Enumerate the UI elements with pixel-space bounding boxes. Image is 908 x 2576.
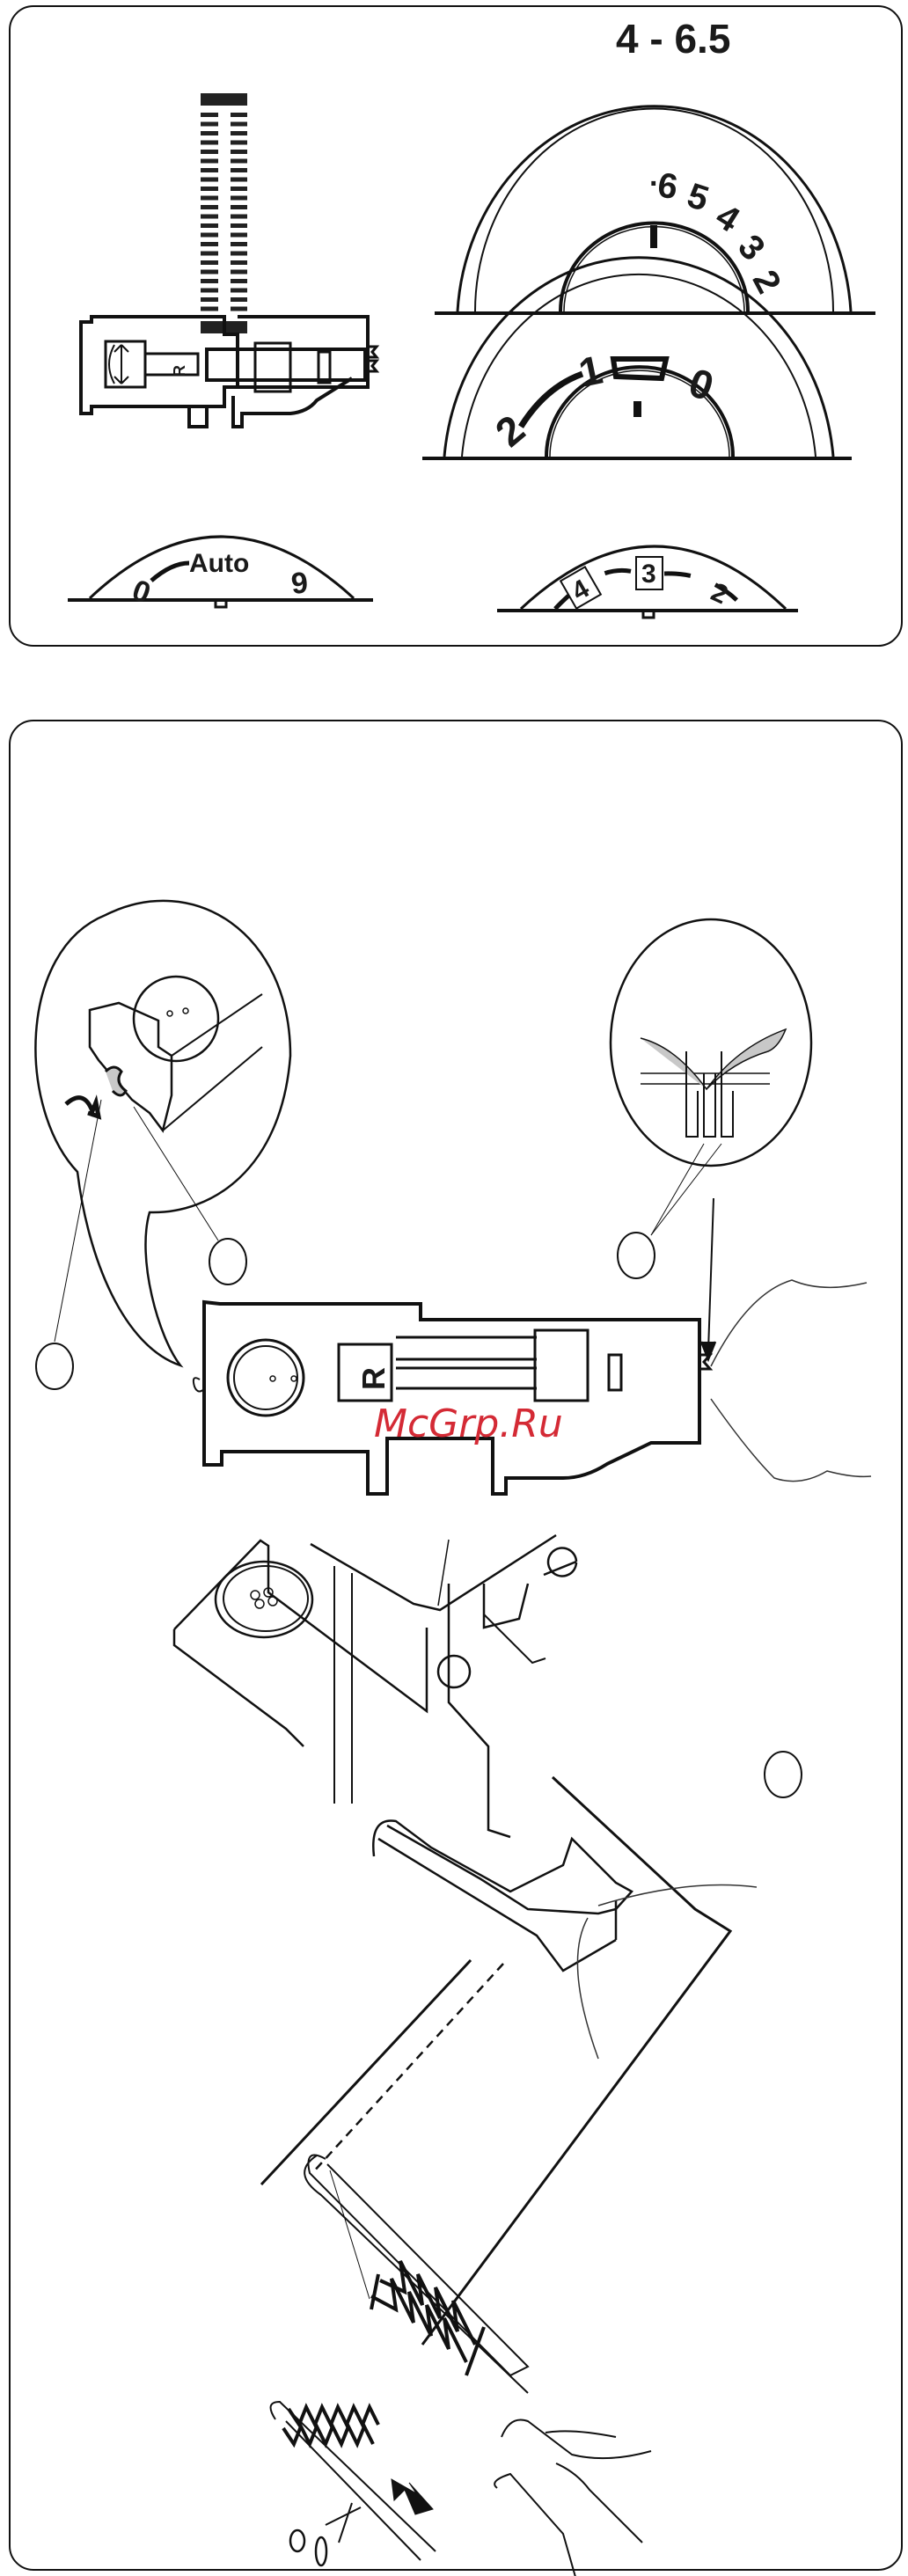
buttonhole-foot-large: R [194,1302,710,1494]
callout-circle-a [36,1343,73,1389]
rotate-arrow-icon [66,1098,99,1116]
scissors-icon [326,2503,361,2543]
fabric-lines [261,1777,757,2345]
watermark-text: McGrp.Ru [374,1401,563,1446]
thread-loop-icon [106,1067,126,1095]
thread-slot-detail [611,919,811,1359]
callout-circle-b [209,1239,246,1284]
callout-circle-d [765,1752,802,1797]
callout-circle-c [618,1233,655,1278]
foot-r-marking: R [355,1367,392,1390]
button-holder-detail-balloon [35,901,290,1365]
machine-foot-perspective [174,1535,632,1971]
thread-strands [711,1280,871,1482]
pull-arrow-icon [392,2479,433,2514]
finished-buttonhole-illustration [271,2155,651,2576]
